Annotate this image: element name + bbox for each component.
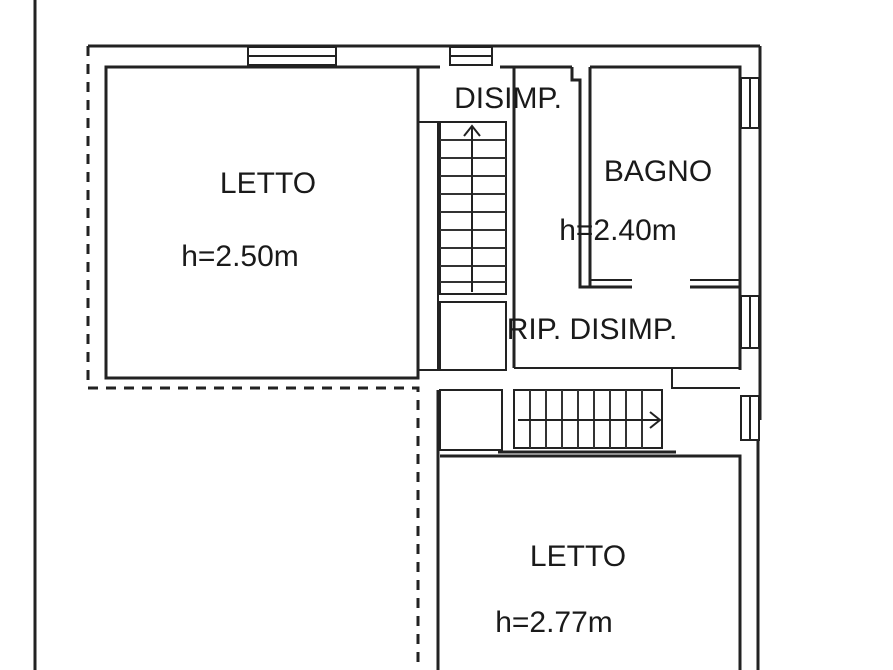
stair-flight-horizontal bbox=[513, 389, 663, 449]
room-label-rip-disimp: RIP. DISIMP. bbox=[507, 313, 678, 346]
room-label-letto-bottom: LETTO bbox=[530, 540, 626, 573]
room-label-disimp: DISIMP. bbox=[454, 82, 562, 115]
dashed-perimeter bbox=[86, 46, 420, 670]
room-letto-left bbox=[104, 65, 420, 380]
stair-landing-lower bbox=[439, 389, 503, 451]
stair-landing bbox=[439, 301, 507, 371]
room-bagno bbox=[590, 65, 742, 289]
room-label-letto-left: LETTO bbox=[220, 167, 316, 200]
height-label-letto-left: h=2.50m bbox=[181, 240, 299, 273]
stair-arrow-right-icon bbox=[518, 411, 662, 429]
stair-flight-vertical bbox=[439, 121, 507, 295]
height-label-bagno: h=2.40m bbox=[559, 214, 677, 247]
room-label-bagno: BAGNO bbox=[604, 155, 712, 188]
room-letto-bottom bbox=[440, 454, 742, 670]
height-label-letto-bottom: h=2.77m bbox=[495, 606, 613, 639]
stair-arrow-up-icon bbox=[463, 124, 481, 292]
